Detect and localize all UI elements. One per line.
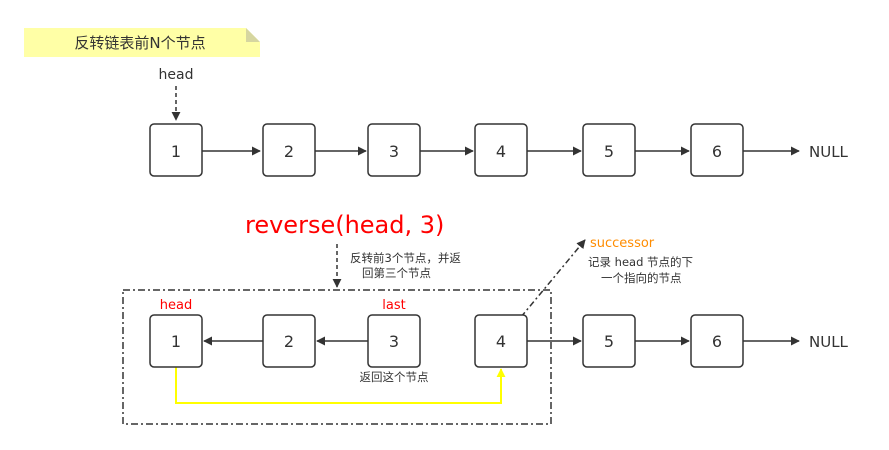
note-fold bbox=[246, 28, 260, 42]
top-head-label: head bbox=[159, 67, 194, 83]
call-expression: reverse(head, 3) bbox=[245, 211, 444, 239]
bottom-node-2: 2 bbox=[262, 314, 316, 368]
bottom-node-4: 4 bbox=[474, 314, 528, 368]
bottom-node-5-value: 5 bbox=[604, 332, 614, 351]
successor-pointer bbox=[520, 239, 586, 318]
title-note: 反转链表前N个节点 bbox=[24, 28, 260, 57]
bottom-node-6: 6 bbox=[690, 314, 744, 368]
bottom-node-3-value: 3 bbox=[389, 332, 399, 351]
call-note-line2: 回第三个节点 bbox=[362, 266, 431, 280]
top-node-5: 5 bbox=[582, 123, 636, 177]
note-shape bbox=[24, 28, 260, 57]
bottom-node-1-value: 1 bbox=[171, 332, 181, 351]
top-node-5-value: 5 bbox=[604, 142, 614, 161]
top-node-1: 1 bbox=[149, 123, 203, 177]
top-node-6: 6 bbox=[690, 123, 744, 177]
call-note-line1: 反转前3个节点，并返 bbox=[350, 251, 461, 265]
successor-note-line1: 记录 head 节点的下 bbox=[588, 255, 693, 269]
bottom-node-3: 3 bbox=[367, 314, 421, 368]
reversed-scope-frame bbox=[122, 289, 552, 425]
top-node-4-value: 4 bbox=[496, 142, 506, 161]
bottom-head-label: head bbox=[160, 298, 192, 313]
bottom-null-label: NULL bbox=[809, 333, 849, 351]
bottom-last-label: last bbox=[382, 298, 405, 313]
top-node-3: 3 bbox=[367, 123, 421, 177]
top-node-2: 2 bbox=[262, 123, 316, 177]
top-node-2-value: 2 bbox=[284, 142, 294, 161]
top-node-3-value: 3 bbox=[389, 142, 399, 161]
top-node-6-value: 6 bbox=[712, 142, 722, 161]
note-text: 反转链表前N个节点 bbox=[74, 34, 205, 52]
top-list: 1 2 3 4 5 6 NULL bbox=[149, 123, 849, 177]
head-next-link bbox=[175, 367, 506, 404]
bottom-node-5: 5 bbox=[582, 314, 636, 368]
bottom-node-6-value: 6 bbox=[712, 332, 722, 351]
return-note: 返回这个节点 bbox=[360, 370, 429, 384]
bottom-node-1: 1 bbox=[149, 314, 203, 368]
top-node-1-value: 1 bbox=[171, 142, 181, 161]
top-null-label: NULL bbox=[809, 143, 849, 161]
bottom-node-2-value: 2 bbox=[284, 332, 294, 351]
bottom-list: 1 2 3 4 5 6 NULL bbox=[149, 314, 849, 404]
successor-note-line2: 一个指向的节点 bbox=[601, 271, 682, 285]
top-node-4: 4 bbox=[474, 123, 528, 177]
bottom-node-4-value: 4 bbox=[496, 332, 506, 351]
successor-label: successor bbox=[590, 236, 655, 251]
